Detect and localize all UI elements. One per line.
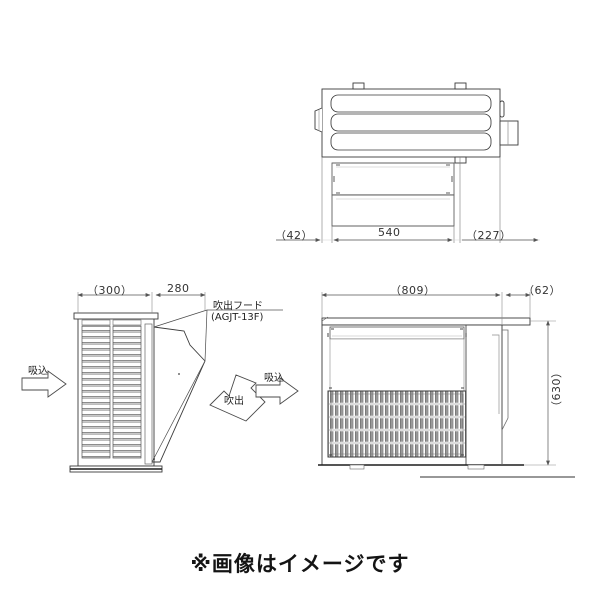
front-intake-arrow-shape xyxy=(255,377,299,405)
dim-label-front-right-offset: （62） xyxy=(523,284,561,297)
discharge-arrow-shape xyxy=(209,374,266,422)
top-view-geometry xyxy=(276,82,540,243)
dim-label-top-right-offset: （227） xyxy=(466,229,512,242)
intake-arrow-shape xyxy=(21,370,67,398)
dim-label-side-hood-depth: 280 xyxy=(167,282,190,295)
dim-label-top-left-offset: （42） xyxy=(275,229,313,242)
intake-arrow-label-left: 吸込 xyxy=(28,366,48,377)
image-caption: ※画像はイメージです xyxy=(190,552,410,576)
dim-label-front-body-height: （630） xyxy=(550,366,563,413)
intake-arrow-label-right: 吸込 xyxy=(264,373,284,384)
side-view-geometry xyxy=(21,292,283,473)
dim-label-front-body-width: （809） xyxy=(390,284,436,297)
dim-label-top-body-width: 540 xyxy=(378,226,401,239)
discharge-arrow-label: 吹出 xyxy=(224,396,244,407)
front-view-geometry xyxy=(255,292,575,478)
hood-callout-model: (AGJT-13F) xyxy=(211,312,264,323)
dim-label-side-unit-depth: （300） xyxy=(87,284,133,297)
hood-callout-name: 吹出フード xyxy=(213,301,263,312)
